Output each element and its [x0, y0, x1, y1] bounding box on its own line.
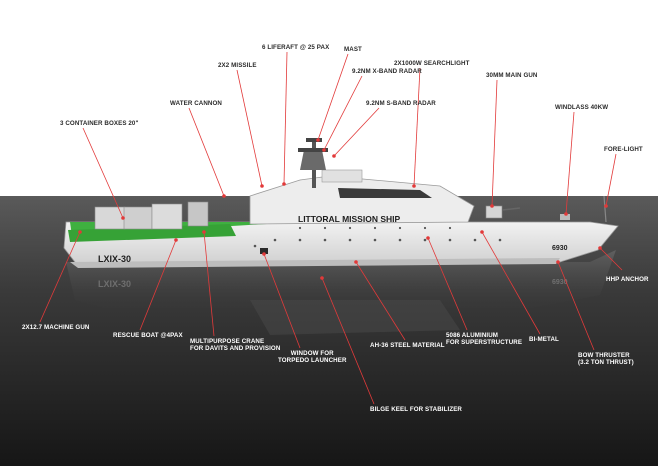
- label-bow-thruster: BOW THRUSTER (3.2 TON THRUST): [578, 352, 634, 366]
- leader-watercannon: [189, 108, 224, 196]
- container-box-3: [152, 204, 182, 229]
- ship-name-text: LITTORAL MISSION SHIP: [298, 214, 400, 224]
- hull-number-stern-reflection: LXIX-30: [98, 279, 131, 289]
- label-bow-thruster-line2: (3.2 TON THRUST): [578, 359, 634, 366]
- leader-liferaft: [284, 52, 287, 184]
- container-box-2: [124, 207, 152, 229]
- label-crane-line2: FOR DAVITS AND PROVISION: [190, 345, 280, 352]
- leader-missile: [237, 70, 262, 186]
- hull-number-stern: LXIX-30: [98, 254, 131, 264]
- label-aluminium-line2: FOR SUPERSTRUCTURE: [446, 339, 522, 346]
- superstructure-reflection: [250, 300, 460, 335]
- label-crane-line1: MULTIPURPOSE CRANE: [190, 338, 280, 345]
- leader-sband: [334, 108, 379, 156]
- label-aluminium-line1: 5086 ALUMINIUM: [446, 332, 522, 339]
- label-containers: 3 CONTAINER BOXES 20": [60, 120, 139, 127]
- label-aluminium: 5086 ALUMINIUM FOR SUPERSTRUCTURE: [446, 332, 522, 346]
- label-sband: 9.2NM S-BAND RADAR: [366, 100, 436, 107]
- label-windlass: WINDLASS 40KW: [555, 104, 608, 111]
- label-mast: MAST: [344, 46, 362, 53]
- label-watercannon: WATER CANNON: [170, 100, 222, 107]
- label-maingun: 30mm MAIN GUN: [486, 72, 538, 79]
- mast-structure: [300, 150, 326, 170]
- label-bilge-keel: BILGE KEEL FOR STABILIZER: [370, 406, 462, 413]
- label-xband: 9.2NM X-BAND RADAR: [352, 68, 422, 75]
- label-torpedo-line1: WINDOW FOR: [278, 350, 347, 357]
- label-bimetal: BI-METAL: [529, 336, 559, 343]
- label-rescue-boat: RESCUE BOAT @4PAX: [113, 332, 183, 339]
- leader-maingun: [492, 80, 497, 206]
- main-gun: [486, 206, 502, 218]
- label-searchlight: 2x1000W SEARCHLIGHT: [394, 60, 469, 67]
- label-bow-thruster-line1: BOW THRUSTER: [578, 352, 634, 359]
- label-hhp-anchor: HHP ANCHOR: [606, 276, 649, 283]
- label-torpedo-line2: TORPEDO LAUNCHER: [278, 357, 347, 364]
- label-steel: AH-36 STEEL MATERIAL: [370, 342, 445, 349]
- container-box-1: [95, 207, 125, 229]
- crane-davit: [188, 202, 208, 226]
- label-liferaft: 6 LIFERAFT @ 25 PAX: [262, 44, 329, 51]
- label-machine-gun: 2x12.7 MACHINE GUN: [22, 324, 89, 331]
- label-torpedo: WINDOW FOR TORPEDO LAUNCHER: [278, 350, 347, 364]
- label-missile: 2x2 MISSILE: [218, 62, 257, 69]
- label-crane: MULTIPURPOSE CRANE FOR DAVITS AND PROVIS…: [190, 338, 280, 352]
- leader-searchlight: [414, 68, 420, 186]
- hull-number-bow: 6930: [552, 245, 568, 252]
- leader-mast: [318, 54, 348, 140]
- leader-xband: [324, 76, 362, 150]
- bridge-top: [322, 170, 362, 182]
- label-forelight: FORE-LIGHT: [604, 146, 643, 153]
